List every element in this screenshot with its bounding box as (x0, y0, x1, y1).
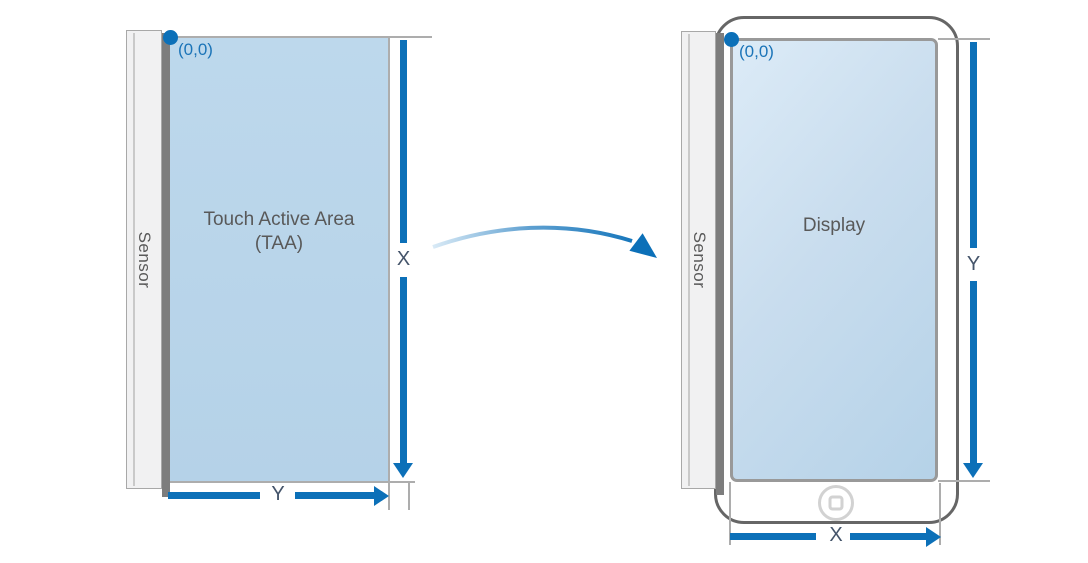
sensor-bar: Sensor (126, 30, 162, 489)
display-top-extension-line (938, 38, 990, 40)
sensor-bar: Sensor (681, 31, 716, 489)
mapping-arrow-curve (432, 225, 633, 249)
sensor-edge-strip (162, 33, 170, 497)
arrow-down-icon (963, 463, 983, 478)
left-panel: Sensor Touch Active Area (TAA) (0,0) X Y (0, 0, 500, 563)
y-dimension-line-right (295, 492, 374, 499)
touch-active-area-label: Touch Active Area (TAA) (170, 208, 388, 257)
x-dimension-line-lower (400, 277, 407, 463)
x-dimension-label: X (829, 524, 843, 546)
touch-active-area (170, 38, 388, 481)
display-left-extension-line (729, 482, 731, 545)
taa-right-edge-line (388, 36, 390, 510)
sensor-label: Sensor (689, 231, 709, 289)
origin-label: (0,0) (739, 42, 774, 61)
sensor-edge-strip (716, 33, 724, 495)
x-dimension-label: X (396, 248, 411, 270)
arrow-down-icon (393, 463, 413, 478)
display-bottom-extension-line (938, 480, 990, 482)
y-dimension-label: Y (271, 483, 285, 505)
taa-bottom-extension-line (170, 481, 415, 483)
taa-top-extension-line (170, 36, 432, 38)
y-dimension-label: Y (966, 253, 981, 275)
right-panel: Sensor Display (0,0) Y X (560, 0, 1088, 563)
origin-dot (724, 32, 739, 47)
display-area (730, 38, 938, 482)
display-right-extension-line (939, 483, 941, 545)
home-button (818, 485, 854, 521)
sensor-bar-groove (133, 33, 135, 486)
x-dimension-line-right (850, 533, 926, 540)
touch-active-area-label-line2: (TAA) (254, 233, 304, 255)
display-label: Display (802, 215, 866, 236)
origin-label: (0,0) (178, 40, 213, 59)
arrow-right-icon (374, 485, 389, 506)
arrow-right-icon (926, 526, 941, 547)
y-dimension-line-upper (970, 42, 977, 248)
taa-bottom-right-extension-line (408, 483, 410, 510)
y-dimension-line-lower (970, 281, 977, 463)
x-dimension-line-upper (400, 40, 407, 243)
x-dimension-line-left (730, 533, 816, 540)
sensor-bar-groove (688, 34, 690, 486)
touch-active-area-label-line1: Touch Active Area (203, 209, 355, 230)
y-dimension-line-left (168, 492, 260, 499)
origin-dot (163, 30, 178, 45)
mapping-arrowhead-icon (629, 233, 657, 258)
home-button-square-icon (828, 495, 844, 511)
